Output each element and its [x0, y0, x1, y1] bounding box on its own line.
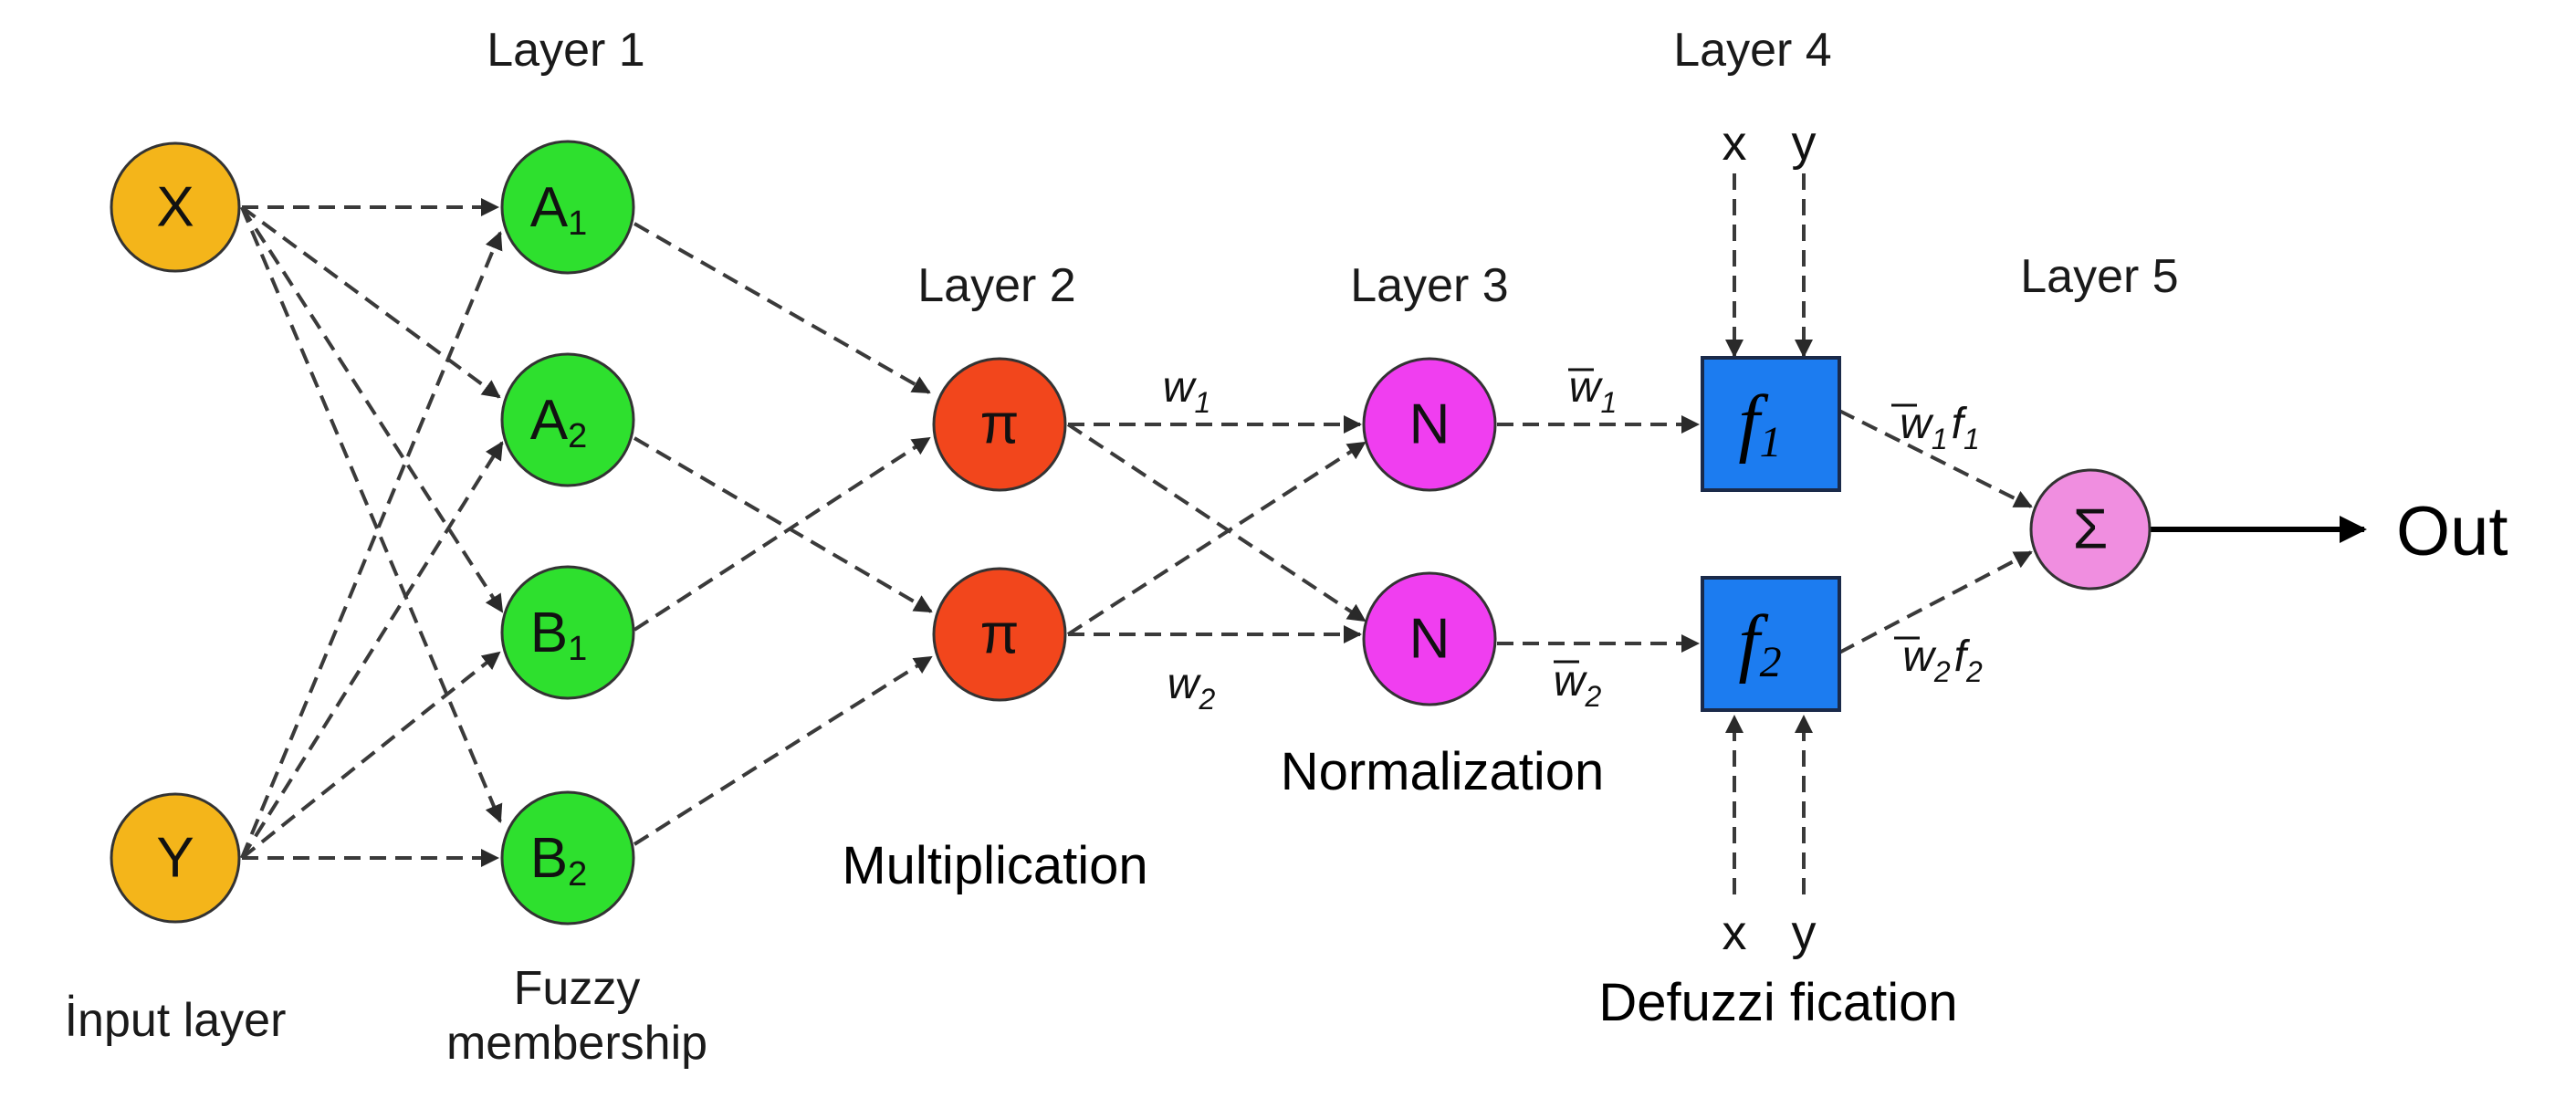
edge-label-wf1: w1f1: [1891, 400, 1980, 455]
input-y-label: Y: [156, 827, 194, 890]
rule-node-2: f2: [1701, 576, 1841, 712]
norm-2-label: N: [1409, 608, 1450, 671]
edge-f2-sum: [1838, 550, 2033, 654]
edge-label-wf1-text: w1f1: [1900, 400, 1980, 455]
caption-defuzzification: Defuzzi fication: [1598, 973, 1957, 1032]
membership-b2-label: B2: [530, 827, 588, 894]
rule-input-top-x: x: [1723, 116, 1747, 171]
rule-input-top-y: y: [1792, 116, 1817, 171]
edge-x-a2: [240, 205, 501, 399]
caption-fuzzy-line1: Fuzzy: [514, 962, 641, 1015]
layer5-label: Layer 5: [2020, 250, 2178, 303]
edge-p2-n1: [1066, 441, 1367, 636]
membership-node-b2: B2: [500, 790, 635, 926]
membership-node-a1: A1: [500, 140, 635, 275]
product-node-2: π: [932, 567, 1067, 702]
edge-x-b2: [240, 206, 503, 823]
caption-fuzzy-line2: membership: [446, 1017, 707, 1070]
edge-label-wf2: w2f2: [1894, 633, 1983, 688]
edge-x-b1: [240, 205, 504, 613]
sum-node: Σ: [2029, 468, 2152, 591]
membership-a2-label: A2: [530, 389, 588, 456]
edge-f1-sum: [1838, 409, 2033, 508]
edge-label-wbar2: w2: [1554, 657, 1602, 713]
membership-node-a2: A2: [500, 352, 635, 487]
edge-label-w2: w2: [1168, 660, 1216, 716]
product-1-label: π: [980, 393, 1020, 456]
sum-label: Σ: [2073, 498, 2108, 561]
edge-a2-p2: [633, 436, 933, 613]
edges-group: [240, 173, 2367, 894]
norm-node-2: N: [1362, 571, 1497, 706]
edge-label-wbar1: w1: [1568, 363, 1617, 419]
edge-b1-p1: [633, 436, 931, 632]
edge-y-b1: [240, 651, 501, 860]
norm-1-label: N: [1409, 393, 1450, 456]
caption-input-layer: İnput layer: [65, 994, 287, 1047]
layer2-label: Layer 2: [917, 259, 1075, 312]
layer1-label: Layer 1: [487, 24, 644, 77]
edge-label-w1: w1: [1163, 363, 1210, 419]
layer3-label: Layer 3: [1350, 259, 1508, 312]
edge-label-wf2-text: w2f2: [1902, 633, 1983, 688]
norm-node-1: N: [1362, 357, 1497, 492]
caption-normalization: Normalization: [1281, 742, 1605, 801]
membership-a1-label: A1: [530, 176, 588, 244]
rule-node-1: f1: [1701, 356, 1841, 492]
rule-input-bottom-y: y: [1792, 905, 1817, 960]
input-x-label: X: [156, 176, 194, 239]
edge-y-a2: [240, 441, 504, 860]
output-label: Out: [2396, 493, 2508, 570]
edge-p1-n2: [1066, 423, 1367, 622]
input-node-y: Y: [110, 792, 241, 924]
product-2-label: π: [980, 603, 1020, 666]
edge-label-wbar2-text: w2: [1554, 657, 1602, 713]
edge-label-wbar1-text: w1: [1569, 363, 1617, 419]
layer4-label: Layer 4: [1673, 24, 1831, 77]
product-node-1: π: [932, 357, 1067, 492]
input-node-x: X: [110, 141, 241, 273]
caption-multiplication: Multiplication: [842, 836, 1147, 895]
edge-a1-p1: [634, 222, 931, 394]
edge-y-a1: [240, 231, 503, 859]
membership-b1-label: B1: [530, 601, 588, 669]
edge-b2-p2: [633, 655, 933, 846]
rule-input-bottom-x: x: [1723, 905, 1747, 960]
membership-node-b1: B1: [500, 565, 635, 700]
